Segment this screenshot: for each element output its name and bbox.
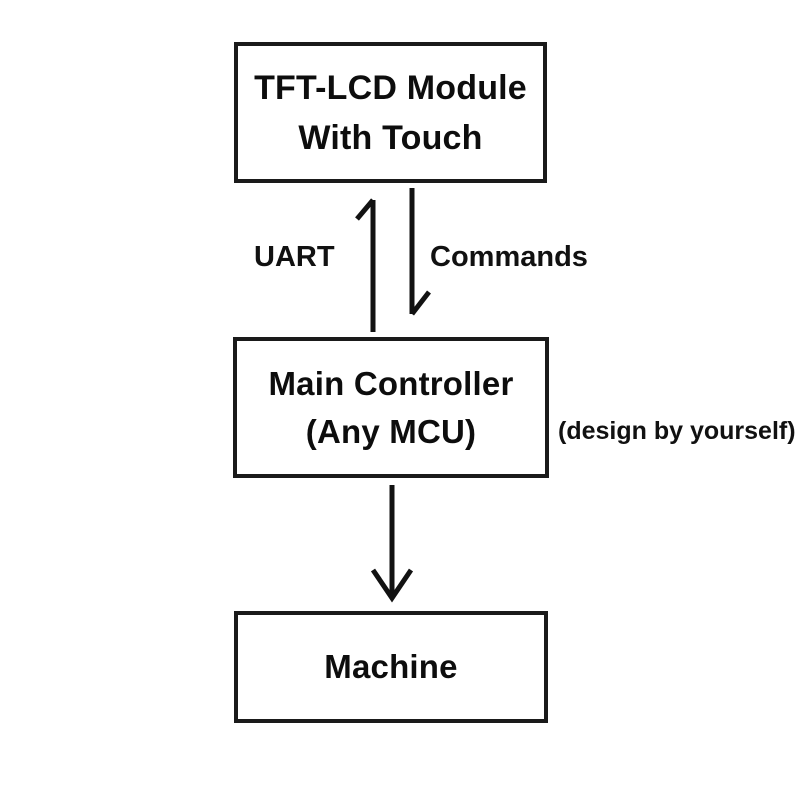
annotation-design-by-yourself: (design by yourself) [558,417,796,445]
node-machine-line-1: Machine [324,648,458,685]
edge-mcu-machine-arrow [370,485,414,603]
edge-label-commands: Commands [430,241,588,273]
edge-commands-arrow [409,188,431,316]
node-main-controller-line-2: (Any MCU) [305,412,477,450]
node-machine[interactable]: Machine [234,611,548,723]
node-tft-lcd-module-line-2: With Touch [298,118,483,157]
node-main-controller[interactable]: Main Controller (Any MCU) [233,337,549,478]
node-tft-lcd-module-line-1: TFT-LCD Module [254,68,527,107]
node-main-controller-line-1: Main Controller [268,364,514,402]
edge-uart-arrow [355,198,376,332]
edge-label-uart: UART [254,241,335,273]
node-tft-lcd-module[interactable]: TFT-LCD Module With Touch [234,42,547,183]
